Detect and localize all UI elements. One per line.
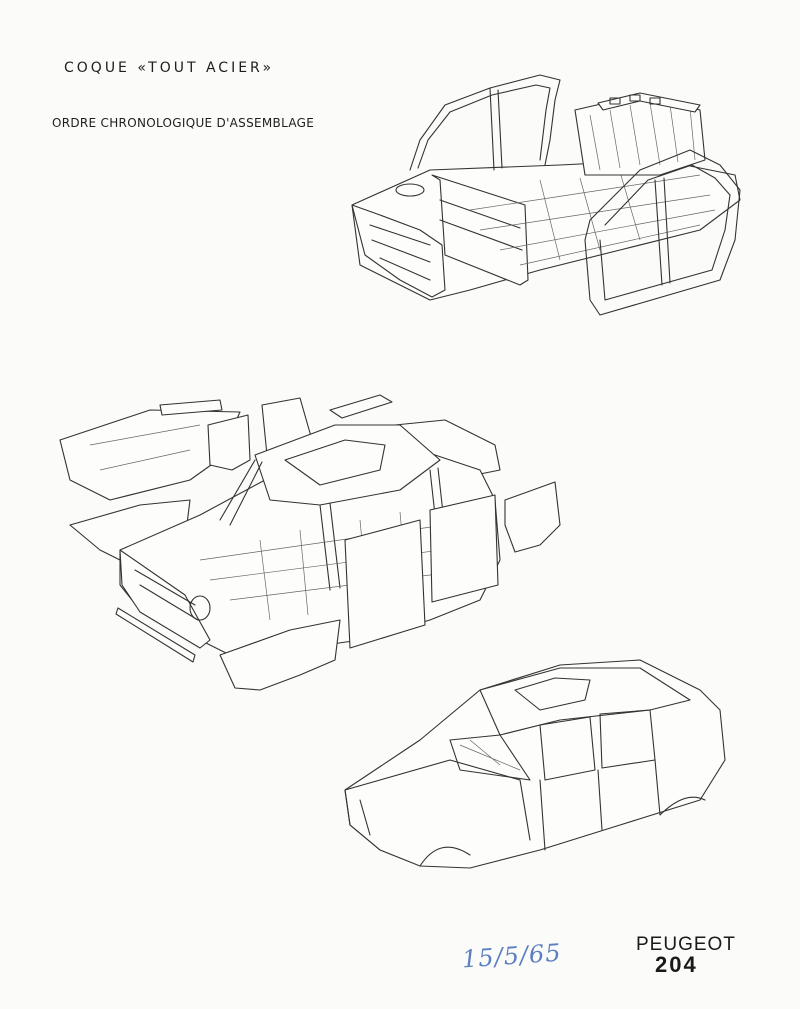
stage-3-complete-shell [344, 659, 726, 869]
sheet-subtitle: ORDRE CHRONOLOGIQUE D'ASSEMBLAGE [52, 116, 315, 130]
stage-1-floor-assembly [351, 74, 741, 316]
model-number: 204 [655, 952, 698, 977]
stage-2-exploded-body [59, 394, 561, 691]
brand-logo-text: PEUGEOT [636, 934, 736, 955]
sheet-title: COQUE «TOUT ACIER» [64, 60, 275, 76]
